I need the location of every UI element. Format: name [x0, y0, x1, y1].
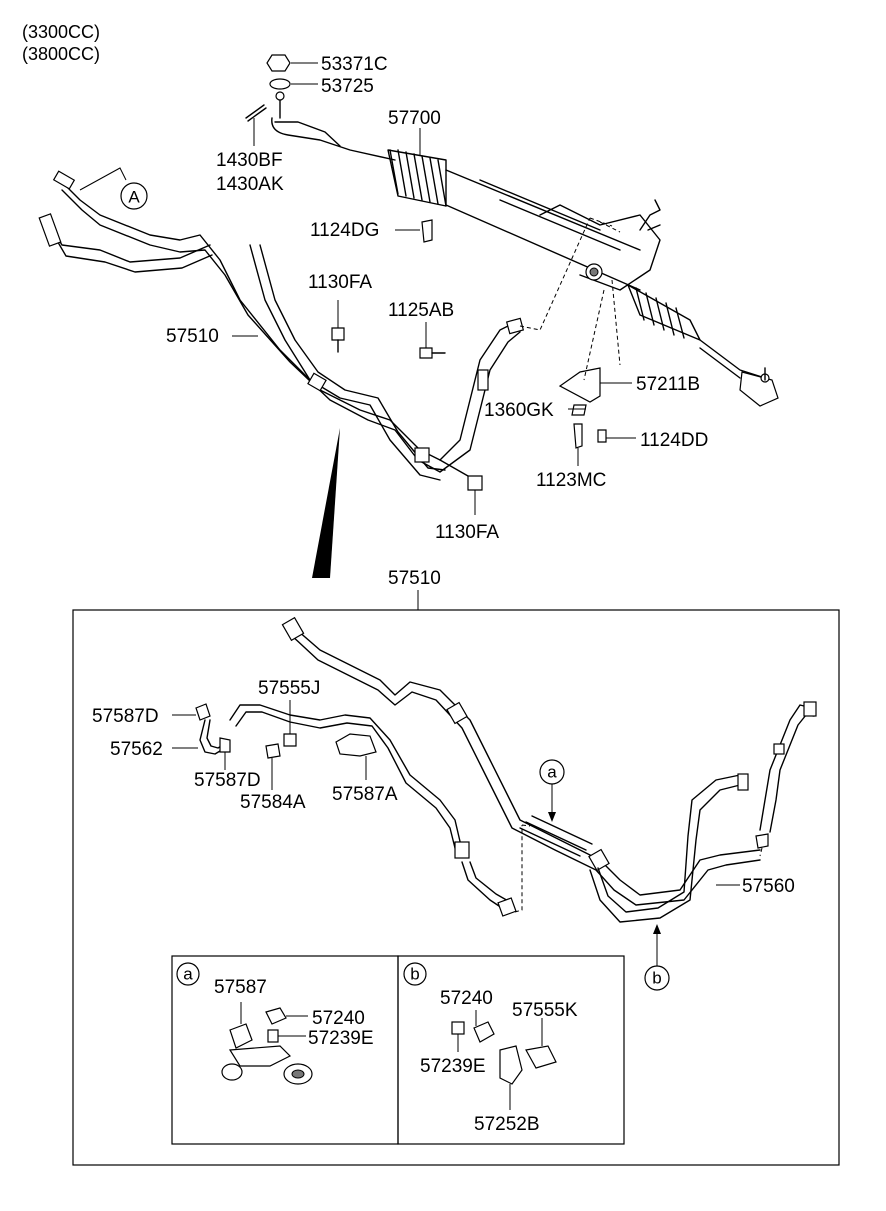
- label-57587d-lower: 57587D: [194, 770, 261, 791]
- detail-frame-57510: [72, 609, 840, 1166]
- bolt-1130fa-upper: [331, 327, 345, 341]
- collar-57239e-b: [451, 1021, 465, 1035]
- washer-53725: [269, 78, 291, 90]
- label-57562: 57562: [110, 739, 163, 760]
- label-57510-upper: 57510: [166, 326, 219, 347]
- nut-1360gk: [571, 404, 587, 416]
- clamp-57555k: [525, 1045, 557, 1069]
- callout-A-letter: A: [128, 188, 140, 207]
- label-57510-box: 57510: [388, 568, 441, 589]
- bolt-1124dd: [597, 429, 607, 443]
- pressure-hose-assembly-upper: [38, 167, 621, 481]
- grommet-57587: [229, 1023, 253, 1049]
- boot-left: [389, 149, 447, 207]
- label-57555j: 57555J: [258, 678, 320, 699]
- bolt-1124dg: [421, 219, 433, 243]
- cotter-pin-1430bf: [245, 104, 265, 119]
- callout-circle-A: [120, 182, 148, 210]
- grommet-57240-b: [473, 1021, 495, 1043]
- label-a-57587: 57587: [214, 977, 267, 998]
- label-b-57239e: 57239E: [420, 1056, 486, 1077]
- label-1124dg: 1124DG: [310, 220, 379, 241]
- clamp-57555j: [283, 733, 297, 747]
- label-a-57239e: 57239E: [308, 1028, 374, 1049]
- pressure-hose-assembly-detail: [172, 616, 817, 923]
- bolt-1123mc: [573, 423, 583, 449]
- label-57211b: 57211B: [636, 374, 700, 395]
- bracket-57587a: [335, 733, 377, 757]
- callout-b-main-letter: b: [652, 969, 661, 988]
- label-b-57240: 57240: [440, 988, 493, 1009]
- rack-housing-57700: [445, 169, 641, 291]
- bracket-57252b: [499, 1045, 523, 1085]
- steering-gear-assembly: [245, 54, 779, 515]
- grommet-57240-a: [265, 1007, 287, 1025]
- bolt-1125ab: [419, 347, 433, 359]
- clip-57587d-upper: [195, 703, 211, 721]
- label-1430bf: 1430BF: [216, 150, 283, 171]
- label-1430ak: 1430AK: [216, 174, 284, 195]
- label-57584a: 57584A: [240, 792, 306, 813]
- label-1123mc: 1123MC: [536, 470, 606, 491]
- tie-rod-end-left: [271, 97, 396, 161]
- label-53725: 53725: [321, 76, 374, 97]
- callout-a-detail-letter: a: [183, 965, 193, 984]
- callout-a-main-letter: a: [547, 763, 557, 782]
- bracket-57211b: [558, 367, 601, 403]
- tie-rod-end-right: [699, 339, 766, 379]
- label-53371c: 53371C: [321, 54, 388, 75]
- detail-pointer-arrow: [312, 428, 340, 578]
- label-b-57555k: 57555K: [512, 1000, 578, 1021]
- label-57560: 57560: [742, 876, 795, 897]
- label-1360gk: 1360GK: [484, 400, 554, 421]
- nut-53371c: [266, 54, 291, 72]
- collar-57239e-a: [267, 1029, 279, 1043]
- clip-57584a: [265, 743, 281, 759]
- detail-box-a: [171, 955, 399, 1145]
- callout-b-detail-letter: b: [410, 965, 419, 984]
- detail-b-parts: [451, 1010, 557, 1110]
- label-1130fa-lower: 1130FA: [435, 522, 499, 543]
- label-57587a: 57587A: [332, 784, 398, 805]
- boot-right: [627, 284, 701, 341]
- clip-57587d-lower: [219, 737, 231, 753]
- engine-variant-3800cc: (3800CC): [22, 44, 100, 64]
- label-57587d-upper: 57587D: [92, 706, 159, 727]
- label-57700: 57700: [388, 108, 441, 129]
- label-1125ab: 1125AB: [388, 300, 454, 321]
- label-b-57252b: 57252B: [474, 1114, 540, 1135]
- callout-circle-b-detail: [403, 962, 427, 986]
- label-1124dd: 1124DD: [640, 430, 708, 451]
- label-a-57240: 57240: [312, 1008, 365, 1029]
- bolt-1130fa-lower: [467, 475, 483, 491]
- engine-variant-3300cc: (3300CC): [22, 22, 100, 42]
- detail-a-parts: [221, 1002, 313, 1085]
- callout-circle-a-detail: [176, 962, 200, 986]
- detail-box-b: [397, 955, 625, 1145]
- label-1130fa-upper: 1130FA: [308, 272, 372, 293]
